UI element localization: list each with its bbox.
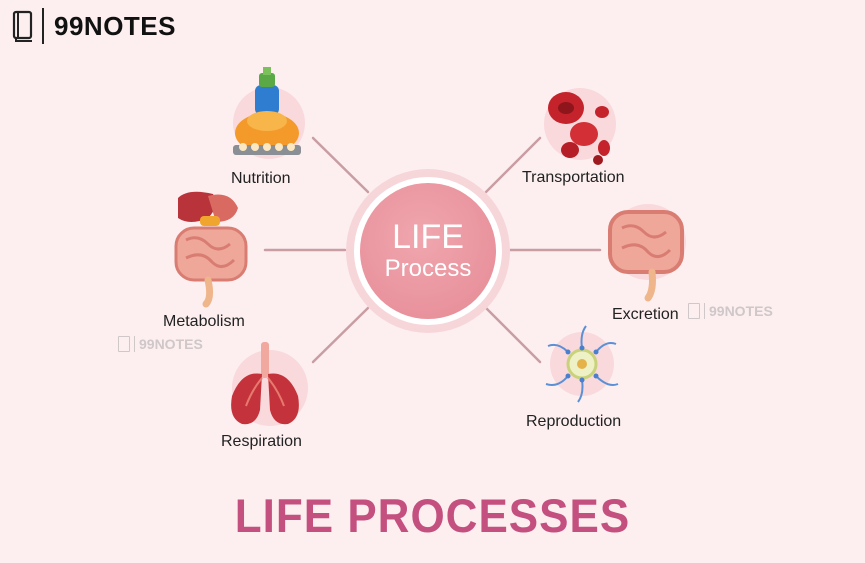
center-title: LIFE <box>392 218 464 256</box>
label-reproduction: Reproduction <box>526 413 622 430</box>
blood-cells-icon <box>544 88 616 165</box>
connector-respiration <box>311 306 370 364</box>
intestine-icon <box>608 204 686 302</box>
food-icon <box>233 67 305 159</box>
center-subtitle: Process <box>384 255 472 282</box>
book-icon <box>688 303 700 319</box>
page-title: LIFE PROCESSES <box>234 490 631 543</box>
label-respiration: Respiration <box>221 433 302 450</box>
watermark-text: 99NOTES <box>709 303 773 319</box>
connector-reproduction <box>484 306 542 364</box>
connector-nutrition <box>311 136 370 194</box>
logo-divider <box>42 8 44 44</box>
watermark-left: 99NOTES <box>118 336 203 352</box>
sperm-egg-icon <box>545 325 619 403</box>
brand-logo: 99NOTES <box>12 8 176 44</box>
lungs-icon <box>231 342 308 426</box>
book-icon <box>118 336 130 352</box>
label-metabolism: Metabolism <box>163 313 245 330</box>
label-transportation: Transportation <box>522 169 625 186</box>
connector-transportation <box>484 136 542 194</box>
label-excretion: Excretion <box>612 306 679 323</box>
digestive-organs-icon <box>174 191 248 308</box>
watermark-text: 99NOTES <box>139 336 203 352</box>
label-nutrition: Nutrition <box>231 170 291 187</box>
book-icon <box>12 10 33 42</box>
watermark-right: 99NOTES <box>688 303 773 319</box>
brand-name: 99NOTES <box>54 10 176 41</box>
center-circle: LIFE Process <box>346 169 510 333</box>
